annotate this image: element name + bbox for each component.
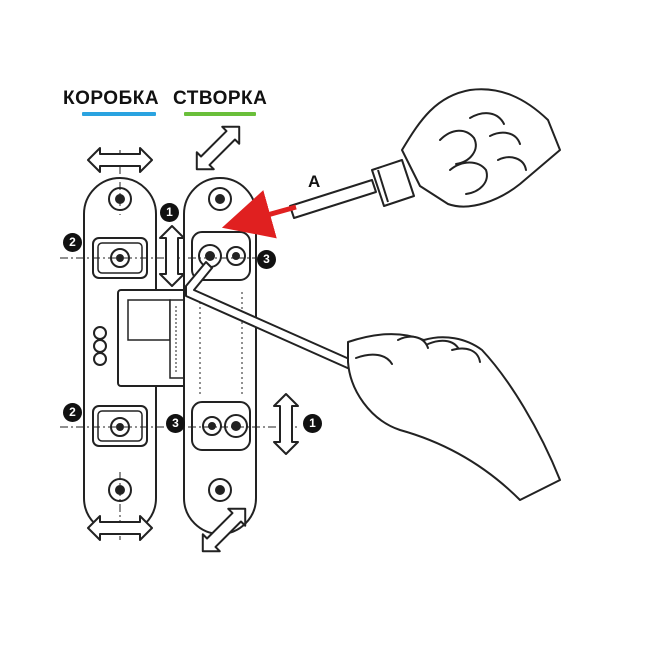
hand-icon: [401, 88, 561, 208]
point-a-label: A: [308, 172, 321, 191]
marker-2-top: 2: [63, 233, 82, 252]
sash-label: СТВОРКА: [173, 88, 268, 109]
double-arrow-icon: [273, 393, 299, 455]
screwdriver-icon: [289, 159, 415, 219]
marker-3-bottom: 3: [166, 414, 185, 433]
frame-underline: [82, 112, 156, 116]
pointer-arrow: [221, 190, 297, 239]
double-arrow-icon: [159, 225, 185, 287]
marker-2-bottom: 2: [63, 403, 82, 422]
double-arrow-icon: [195, 125, 241, 171]
marker-1-top: 1: [160, 203, 179, 222]
hand-icon: [347, 333, 561, 501]
double-arrow-icon: [87, 515, 153, 541]
double-arrow-icon: [87, 147, 153, 173]
frame-label: КОРОБКА: [63, 88, 160, 109]
double-arrow-icon: [201, 507, 247, 553]
hex-key-icon: [185, 261, 357, 371]
marker-1-bottom: 1: [303, 414, 322, 433]
marker-3-top: 3: [257, 250, 276, 269]
sash-underline: [184, 112, 256, 116]
sash-hinge-plate: [183, 177, 257, 535]
